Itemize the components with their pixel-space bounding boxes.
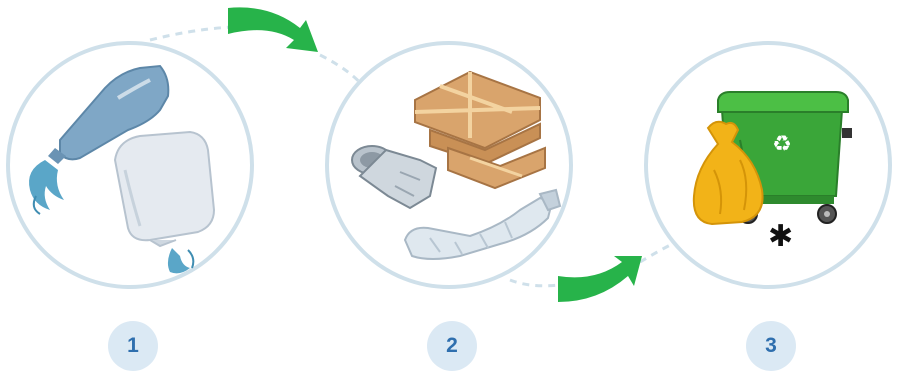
step-2-number-badge: 2 xyxy=(427,321,477,371)
arrow-right-icon xyxy=(558,256,642,302)
step-3-number-badge: 3 xyxy=(746,321,796,371)
svg-text:♻: ♻ xyxy=(772,132,792,157)
recycle-symbol-icon: ♻ xyxy=(772,132,792,157)
arrow-right-icon xyxy=(228,7,318,52)
footnote-asterisk: ✱ xyxy=(768,222,793,252)
step-1-number-badge: 1 xyxy=(108,321,158,371)
plastic-jug-icon xyxy=(115,132,214,246)
dashed-connector-3 xyxy=(510,280,560,286)
